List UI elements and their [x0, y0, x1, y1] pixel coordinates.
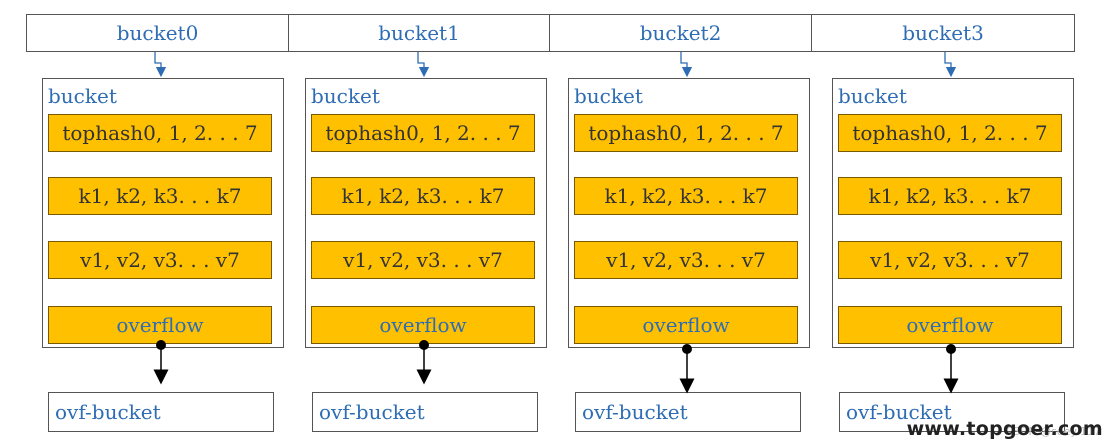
bucket-title: bucket	[311, 84, 380, 108]
tophash-field: tophash0, 1, 2. . . 7	[48, 114, 272, 152]
keys-field: k1, k2, k3. . . k7	[574, 177, 798, 215]
header-to-bucket-arrow-0	[154, 52, 167, 78]
tophash-field: tophash0, 1, 2. . . 7	[311, 114, 535, 152]
faint-watermark: CSDN @soeyi117	[1005, 425, 1101, 438]
values-field: v1, v2, v3. . . v7	[574, 241, 798, 279]
tophash-field: tophash0, 1, 2. . . 7	[838, 114, 1062, 152]
site-watermark: www.topgoer.com	[906, 418, 1103, 440]
header-cell-bucket1: bucket1	[289, 15, 550, 51]
header-cell-bucket0: bucket0	[27, 15, 289, 51]
overflow-field: overflow	[838, 306, 1062, 344]
bucket-box-0: bucket tophash0, 1, 2. . . 7 k1, k2, k3.…	[42, 78, 284, 348]
keys-field: k1, k2, k3. . . k7	[838, 177, 1062, 215]
ovf-bucket-0: ovf-bucket	[48, 392, 274, 432]
values-field: v1, v2, v3. . . v7	[838, 241, 1062, 279]
bucket-box-3: bucket tophash0, 1, 2. . . 7 k1, k2, k3.…	[832, 78, 1074, 348]
ovf-bucket-2: ovf-bucket	[575, 392, 801, 432]
keys-field: k1, k2, k3. . . k7	[311, 177, 535, 215]
header-to-bucket-arrow-1	[417, 52, 430, 78]
bucket-box-2: bucket tophash0, 1, 2. . . 7 k1, k2, k3.…	[568, 78, 810, 348]
tophash-field: tophash0, 1, 2. . . 7	[574, 114, 798, 152]
header-cell-bucket3: bucket3	[902, 21, 984, 45]
header-to-bucket-arrow-2	[680, 52, 693, 78]
ovf-bucket-1: ovf-bucket	[312, 392, 538, 432]
bucket-box-1: bucket tophash0, 1, 2. . . 7 k1, k2, k3.…	[305, 78, 547, 348]
values-field: v1, v2, v3. . . v7	[48, 241, 272, 279]
bucket-array-header: bucket0 bucket1 bucket2 bucket3	[26, 14, 1075, 52]
values-field: v1, v2, v3. . . v7	[311, 241, 535, 279]
bucket-title: bucket	[838, 84, 907, 108]
ovf-bucket-3: ovf-bucket	[839, 392, 1065, 432]
header-to-bucket-arrow-3	[944, 52, 957, 78]
bucket-title: bucket	[574, 84, 643, 108]
bucket-title: bucket	[48, 84, 117, 108]
overflow-field: overflow	[574, 306, 798, 344]
overflow-field: overflow	[48, 306, 272, 344]
keys-field: k1, k2, k3. . . k7	[48, 177, 272, 215]
header-cell-bucket2: bucket2	[550, 15, 812, 51]
